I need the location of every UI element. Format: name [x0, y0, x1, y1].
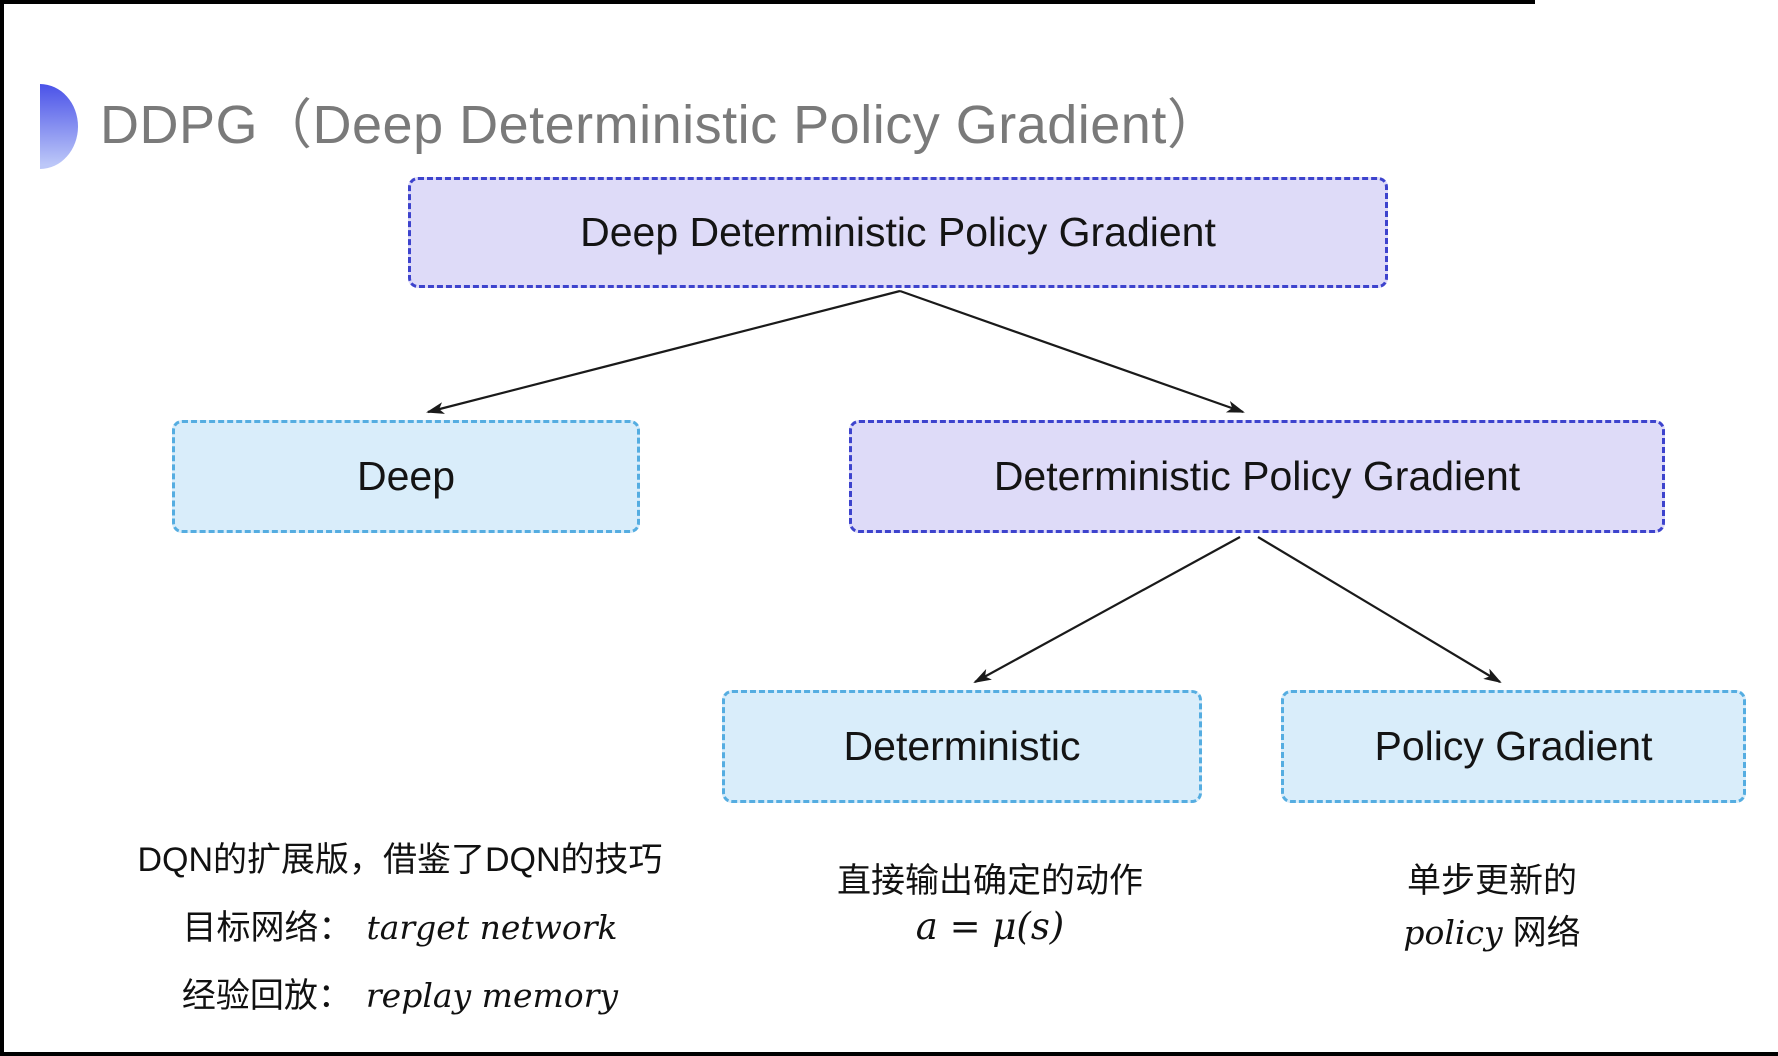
frame-edge-left	[0, 0, 4, 1056]
note-line: 经验回放： replay memory	[182, 968, 618, 1017]
formula-a-mu-s: a = μ(s)	[915, 905, 1065, 948]
note-label: 经验回放：	[181, 977, 352, 1015]
note-deterministic-action: 直接输出确定的动作 a = μ(s)	[790, 853, 1190, 948]
note-line: a = μ(s)	[916, 905, 1065, 948]
node-label: Deep	[356, 453, 455, 499]
node-label: Deterministic Policy Gradient	[993, 453, 1521, 499]
arrow-root-to-dpg	[899, 289, 1245, 414]
node-label: Deterministic	[843, 723, 1081, 769]
note-text: DQN的扩展版，借鉴了DQN的技巧	[137, 841, 663, 879]
note-suffix: 网络	[1512, 914, 1581, 952]
node-policy-gradient: Policy Gradient	[1281, 690, 1746, 803]
note-text: 直接输出确定的动作	[837, 862, 1143, 900]
page-title: DDPG（Deep Deterministic Policy Gradient）	[100, 95, 1222, 155]
note-line: 单步更新的	[1407, 853, 1577, 902]
frame-edge-bottom	[0, 1052, 1778, 1056]
node-deterministic: Deterministic	[722, 690, 1202, 803]
note-text: 单步更新的	[1407, 862, 1577, 900]
note-line: DQN的扩展版，借鉴了DQN的技巧	[137, 832, 662, 881]
node-deep: Deep	[172, 420, 640, 533]
node-label: Deep Deterministic Policy Gradient	[580, 209, 1216, 255]
note-term-replay-memory: replay memory	[365, 976, 619, 1015]
note-label: 目标网络：	[182, 909, 353, 947]
note-deep-dqn: DQN的扩展版，借鉴了DQN的技巧 目标网络： target network 经…	[120, 832, 680, 1017]
node-deterministic-policy-gradient: Deterministic Policy Gradient	[849, 420, 1665, 533]
node-deep-deterministic-policy-gradient: Deep Deterministic Policy Gradient	[408, 177, 1388, 288]
note-line: 直接输出确定的动作	[837, 853, 1143, 902]
arrow-dpg-to-deterministic	[973, 536, 1241, 683]
note-line: policy 网络	[1403, 905, 1580, 954]
note-policy-network: 单步更新的 policy 网络	[1292, 853, 1692, 954]
arrow-dpg-to-policy-gradient	[1257, 536, 1502, 684]
note-term-policy: policy	[1403, 913, 1503, 952]
node-label: Policy Gradient	[1374, 723, 1653, 769]
frame-edge-top	[0, 0, 1535, 4]
note-term-target-network: target network	[366, 908, 618, 947]
arrow-root-to-deep	[426, 289, 901, 414]
note-line: 目标网络： target network	[182, 900, 617, 949]
